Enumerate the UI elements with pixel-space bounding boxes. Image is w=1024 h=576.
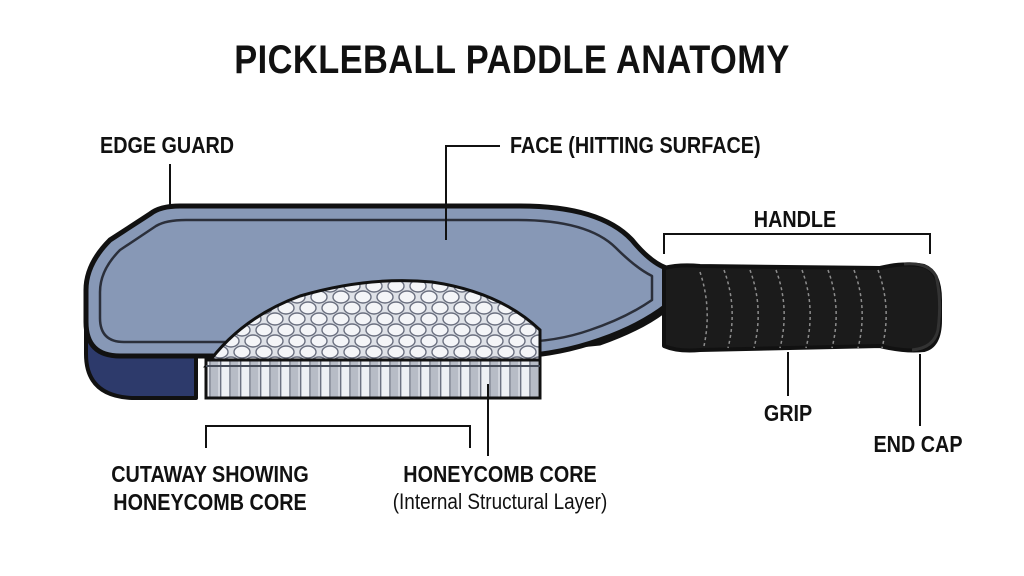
honeycomb-core-label: HONEYCOMB CORE	[403, 462, 596, 487]
cutaway-label-line-1: CUTAWAY SHOWING	[111, 462, 308, 487]
honeycomb-core-note: (Internal Structural Layer)	[393, 490, 608, 514]
grip-label: GRIP	[764, 401, 812, 426]
face-label: FACE (HITTING SURFACE)	[510, 133, 761, 158]
handle-label: HANDLE	[754, 207, 836, 232]
cutaway-bracket	[206, 426, 470, 448]
handle-bracket	[664, 234, 930, 254]
cutaway-label-line-2: HONEYCOMB CORE	[113, 490, 306, 515]
end-cap-label: END CAP	[873, 432, 962, 457]
page-title: PICKLEBALL PADDLE ANATOMY	[234, 38, 789, 82]
edge-guard-label: EDGE GUARD	[100, 133, 234, 158]
